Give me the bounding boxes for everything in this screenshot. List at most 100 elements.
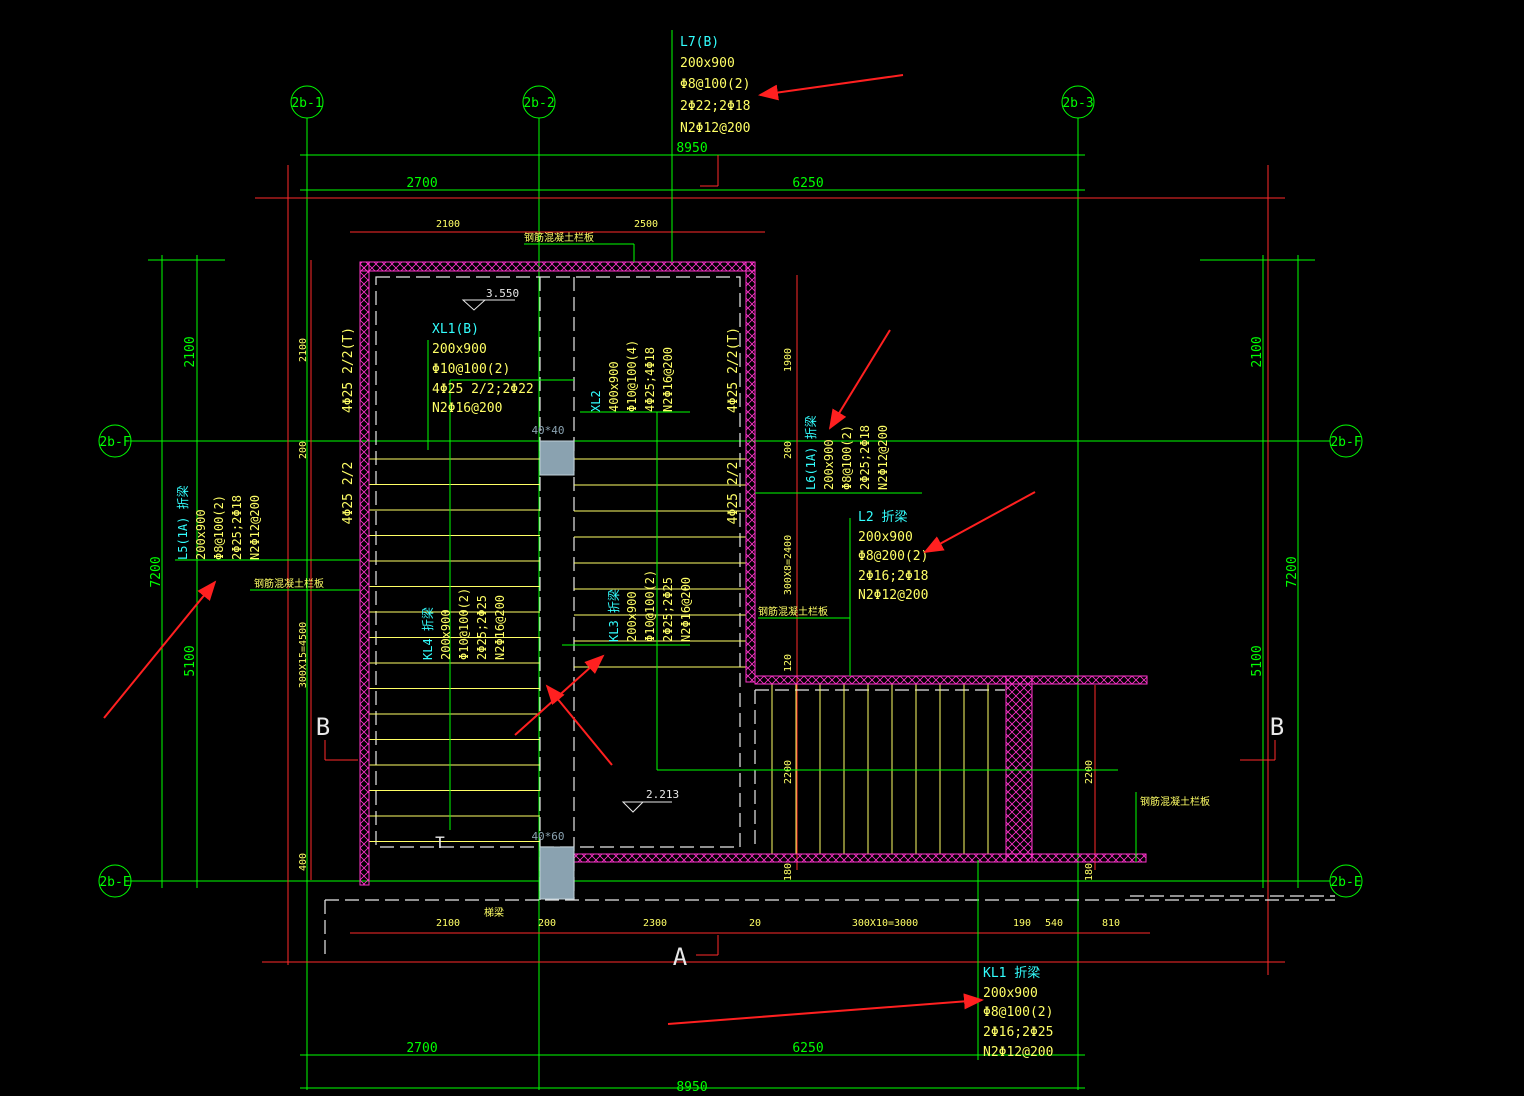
red-arrows [103, 74, 1036, 1025]
rebar-left-mid: 4Φ25 2/2 [341, 462, 356, 525]
dim-far-right-180: 180 [1084, 863, 1095, 881]
beam-label-kl4: KL4 折梁 200x900 Φ10@100(2) 2Φ25;2Φ25 N2Φ1… [420, 588, 507, 660]
kl3-line4: N2Φ16@200 [679, 577, 693, 642]
axis-bubble-2b-F-left: 2b-F [98, 424, 132, 458]
dim-left-total: 7200 [149, 556, 164, 587]
kl4-line3: 2Φ25;2Φ25 [475, 595, 489, 660]
axis-label-2b-E-left: 2b-E [99, 875, 130, 890]
rebar-right-mid: 4Φ25 2/2 [726, 462, 741, 525]
dim-right-top: 2100 [1250, 336, 1265, 367]
elevation-bottom: 2.213 [621, 788, 679, 813]
kl4-line1: 200x900 [439, 609, 453, 660]
column-bottom [539, 846, 575, 900]
dim-bseg-5: 190 [1013, 918, 1031, 929]
l7-line3: 2Φ22;2Φ18 [680, 99, 750, 114]
elevation-top-text: 3.550 [486, 287, 519, 300]
axis-lines [130, 118, 1330, 1090]
beam-label-l6: L6(1A) 折梁 200x900 Φ8@100(2) 2Φ25;2Φ18 N2… [803, 415, 890, 490]
l6-line1: 200x900 [822, 439, 836, 490]
axis-label-2b-3: 2b-3 [1062, 96, 1093, 111]
beam-label-xl1: XL1(B) 200x900 Φ10@100(2) 4Φ25 2/2;2Φ22 … [432, 322, 534, 416]
dim-top-right: 6250 [792, 176, 823, 191]
dim-bseg-6: 540 [1045, 918, 1063, 929]
axis-label-2b-F-right: 2b-F [1330, 435, 1361, 450]
stair-lower-flight [771, 684, 989, 854]
xl1-line4: N2Φ16@200 [432, 401, 502, 416]
kl3-line1: 200x900 [625, 591, 639, 642]
rail-label-top: 钢筋混凝土栏板 [524, 231, 594, 244]
dim-right-total: 7200 [1285, 556, 1300, 587]
dim-bottom-right: 6250 [792, 1041, 823, 1056]
axis-label-2b-2: 2b-2 [523, 96, 554, 111]
stair-right-flight [574, 458, 746, 668]
arrow-kl4 [545, 684, 613, 766]
l2-line2: Φ8@200(2) [858, 549, 928, 564]
dim-bottom-total: 8950 [676, 1080, 707, 1095]
beam-label-bottom: 梯梁 [484, 906, 504, 919]
l7-line2: Φ8@100(2) [680, 77, 750, 92]
rebar-right-top: 4Φ25 2/2(T) [726, 327, 741, 413]
l5-line4: N2Φ12@200 [248, 495, 262, 560]
dim-inner-right-120: 120 [783, 654, 794, 672]
dim-left-bottom: 5100 [183, 645, 198, 676]
kl1-line3: 2Φ16;2Φ25 [983, 1025, 1053, 1040]
dim-inner-left-stair: 300X15=4500 [298, 622, 309, 688]
elevation-top: 3.550 [461, 287, 519, 311]
axis-label-2b-E-right: 2b-E [1330, 875, 1361, 890]
arrow-l2 [923, 491, 1036, 553]
arrow-l7 [758, 74, 904, 101]
stair-left-flight [369, 458, 540, 842]
leader-lines [175, 30, 1137, 1060]
dim-inner-right-2200: 2200 [783, 760, 794, 784]
l2-line4: N2Φ12@200 [858, 588, 928, 603]
red-dimensions [255, 155, 1285, 975]
rebar-left-top: 4Φ25 2/2(T) [341, 327, 356, 413]
kl1-name: KL1 折梁 [983, 966, 1040, 981]
rail-labels: 钢筋混凝土栏板 钢筋混凝土栏板 钢筋混凝土栏板 钢筋混凝土栏板 梯梁 [254, 231, 1210, 919]
dim-text-outer: 8950 2700 6250 2700 6250 8950 2100 7200 … [149, 141, 1300, 1095]
arrow-l6 [828, 329, 891, 430]
l6-line2: Φ8@100(2) [840, 425, 854, 490]
dim-bottom-left: 2700 [406, 1041, 437, 1056]
arrow-kl1 [667, 993, 984, 1025]
kl3-name: KL3 折梁 [606, 589, 621, 642]
rail-label-left: 钢筋混凝土栏板 [254, 577, 324, 590]
l6-line3: 2Φ25;2Φ18 [858, 425, 872, 490]
xl1-name: XL1(B) [432, 322, 479, 337]
column-bottom-label: 40*60 [531, 830, 564, 843]
l7-line1: 200x900 [680, 56, 735, 71]
axis-bubble-2b-F-right: 2b-F [1329, 424, 1363, 458]
l7-line4: N2Φ12@200 [680, 121, 750, 136]
rail-label-mid: 钢筋混凝土栏板 [758, 605, 828, 618]
section-b-right: B [1270, 713, 1284, 741]
kl1-line1: 200x900 [983, 986, 1038, 1001]
dim-inner-2100: 2100 [436, 219, 460, 230]
beam-label-kl1: KL1 折梁 200x900 Φ8@100(2) 2Φ16;2Φ25 N2Φ12… [983, 966, 1053, 1060]
dim-inner-right-180: 180 [783, 863, 794, 881]
l5-name: L5(1A) 折梁 [175, 485, 190, 560]
l5-line1: 200x900 [194, 509, 208, 560]
xl2-name: XL2 [589, 390, 603, 412]
column-top [539, 440, 575, 476]
kl3-line3: 2Φ25;2Φ25 [661, 577, 675, 642]
beam-label-l5: L5(1A) 折梁 200x900 Φ8@100(2) 2Φ25;2Φ18 N2… [175, 485, 262, 560]
xl1-line1: 200x900 [432, 342, 487, 357]
dim-inner-right-1900: 1900 [783, 348, 794, 372]
kl4-line4: N2Φ16@200 [493, 595, 507, 660]
mark-t: T [435, 833, 445, 852]
xl2-line1: 400x900 [607, 361, 621, 412]
axis-bubble-2b-3: 2b-3 [1061, 85, 1095, 119]
dim-bseg-0: 2100 [436, 918, 460, 929]
beam-label-kl3: KL3 折梁 200x900 Φ10@100(2) 2Φ25;2Φ25 N2Φ1… [606, 570, 693, 642]
axis-bubble-2b-E-right: 2b-E [1329, 864, 1363, 898]
dim-inner-2500: 2500 [634, 219, 658, 230]
beam-label-xl2: XL2 400x900 Φ10@100(4) 4Φ25;4Φ18 N2Φ16@2… [589, 340, 675, 412]
dim-bseg-3: 20 [749, 918, 761, 929]
l5-line3: 2Φ25;2Φ18 [230, 495, 244, 560]
axis-bubble-2b-1: 2b-1 [290, 85, 324, 119]
column-top-label: 40*40 [531, 424, 564, 437]
l2-line3: 2Φ16;2Φ18 [858, 569, 928, 584]
l6-name: L6(1A) 折梁 [803, 415, 818, 490]
dim-inner-right-stair: 300X8=2400 [783, 535, 794, 595]
